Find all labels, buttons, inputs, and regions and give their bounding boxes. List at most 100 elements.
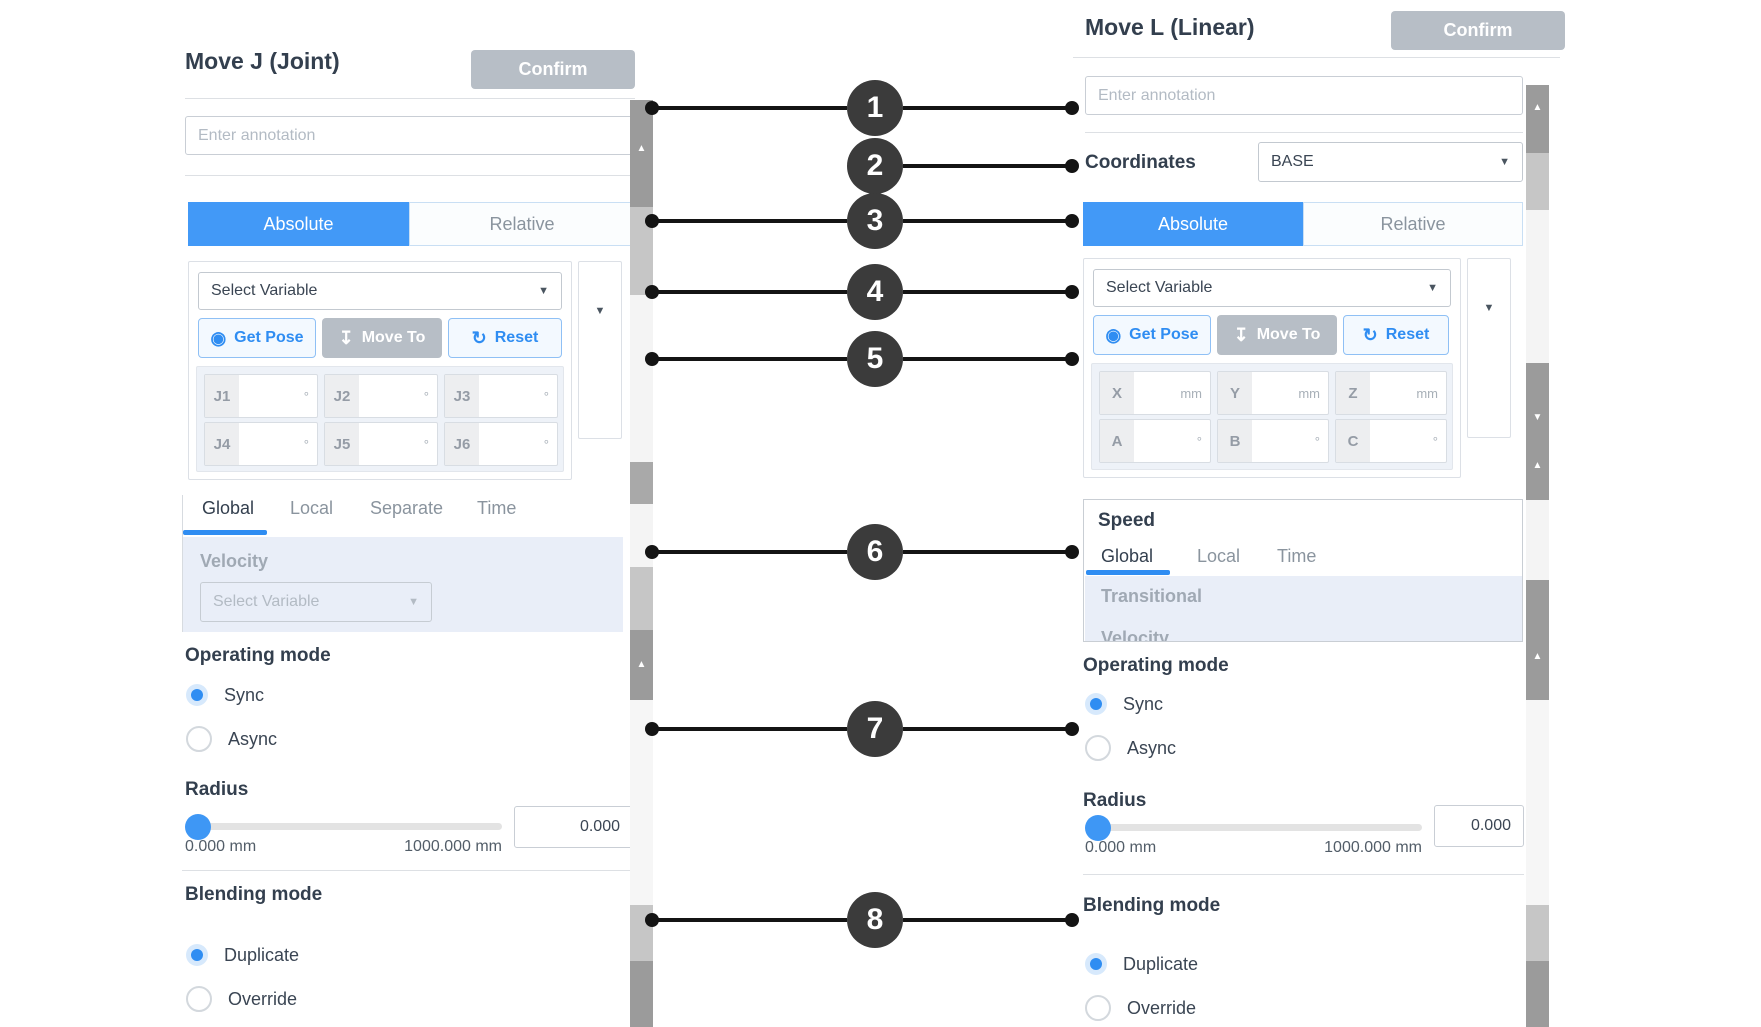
pose-side-panel[interactable]: ▼ [578, 261, 622, 439]
variable-select[interactable]: Select Variable ▼ [1093, 269, 1451, 307]
radio-unselected-icon[interactable] [1085, 995, 1111, 1021]
callout-8: 8 [645, 892, 1079, 948]
field-y[interactable]: Y mm [1217, 371, 1329, 415]
scrollbar-segment[interactable] [1526, 500, 1549, 580]
joint-field-j6[interactable]: J6 ° [444, 422, 558, 466]
scrollbar-segment[interactable]: ▲ [630, 100, 653, 207]
reset-label: Reset [1385, 326, 1430, 343]
radio-unselected-icon[interactable] [1085, 735, 1111, 761]
radius-value-input[interactable] [1434, 805, 1524, 847]
scrollbar-segment[interactable]: ▲ [630, 630, 653, 700]
move-to-button[interactable]: ↧ Move To [1217, 315, 1337, 355]
joint-field-j1[interactable]: J1 ° [204, 374, 318, 418]
annotation-input[interactable] [185, 116, 635, 155]
pose-side-panel[interactable]: ▼ [1467, 258, 1511, 438]
field-b[interactable]: B ° [1217, 419, 1329, 463]
scrollbar-segment[interactable] [1526, 905, 1549, 961]
scrollbar-segment[interactable]: ▼ ▲ [1526, 363, 1549, 500]
radio-override[interactable]: Override [186, 986, 297, 1012]
confirm-button[interactable]: Confirm [1391, 11, 1565, 50]
callout-line [903, 164, 1069, 168]
scrollbar-segment[interactable] [1526, 210, 1549, 363]
reset-button[interactable]: ↻ Reset [448, 318, 562, 358]
radio-unselected-icon[interactable] [186, 726, 212, 752]
radio-duplicate[interactable]: Duplicate [1085, 953, 1198, 975]
scroll-up-icon[interactable]: ▲ [636, 659, 647, 670]
speed-tab-separate[interactable]: Separate [370, 498, 444, 518]
velocity-select[interactable]: Select Variable ▼ [200, 582, 432, 622]
field-unit: ° [1314, 433, 1320, 449]
scrollbar-segment[interactable] [630, 700, 653, 905]
field-label: X [1100, 372, 1134, 414]
scrollbar-segment[interactable]: ▲ [1526, 85, 1549, 153]
transitional-label: Transitional [1101, 586, 1203, 606]
radius-slider-track[interactable] [186, 823, 502, 830]
move-to-button[interactable]: ↧ Move To [322, 318, 442, 358]
radio-sync[interactable]: Sync [1085, 693, 1163, 715]
joint-field-j2[interactable]: J2 ° [324, 374, 438, 418]
divider [185, 98, 635, 99]
radio-unselected-icon[interactable] [186, 986, 212, 1012]
scroll-up-icon[interactable]: ▲ [636, 143, 647, 154]
get-pose-button[interactable]: ◉ Get Pose [198, 318, 316, 358]
radio-duplicate[interactable]: Duplicate [186, 944, 299, 966]
speed-tab-global[interactable]: Global [202, 498, 255, 518]
radio-async[interactable]: Async [186, 726, 277, 752]
radio-sync[interactable]: Sync [186, 684, 264, 706]
tab-absolute[interactable]: Absolute [1083, 202, 1303, 246]
annotation-input[interactable] [1085, 76, 1523, 115]
scroll-up-icon[interactable]: ▲ [1532, 460, 1543, 471]
field-c[interactable]: C ° [1335, 419, 1447, 463]
tab-absolute[interactable]: Absolute [188, 202, 409, 246]
speed-tab-time[interactable]: Time [1277, 546, 1317, 566]
scroll-down-icon[interactable]: ▼ [1532, 412, 1543, 423]
scrollbar-segment[interactable] [630, 295, 653, 462]
active-tab-underline [183, 530, 267, 535]
confirm-button[interactable]: Confirm [471, 50, 635, 89]
scroll-up-icon[interactable]: ▲ [1532, 102, 1543, 113]
reset-button[interactable]: ↻ Reset [1343, 315, 1449, 355]
variable-select[interactable]: Select Variable ▼ [198, 272, 562, 310]
callout-line [652, 219, 847, 223]
field-a[interactable]: A ° [1099, 419, 1211, 463]
scrollbar-segment[interactable] [630, 961, 653, 1027]
speed-tab-local[interactable]: Local [290, 498, 334, 518]
speed-tab-global[interactable]: Global [1101, 546, 1154, 566]
joint-field-j5[interactable]: J5 ° [324, 422, 438, 466]
scrollbar-segment[interactable] [630, 567, 653, 630]
blending-mode-heading: Blending mode [185, 884, 323, 905]
scrollbar-segment[interactable] [630, 207, 653, 295]
radio-selected-icon[interactable] [1085, 953, 1107, 975]
field-z[interactable]: Z mm [1335, 371, 1447, 415]
operating-mode-heading: Operating mode [185, 645, 331, 666]
radio-async[interactable]: Async [1085, 735, 1176, 761]
scrollbar-segment[interactable] [1526, 700, 1549, 905]
velocity-select-value: Select Variable [213, 593, 320, 610]
radio-selected-icon[interactable] [186, 684, 208, 706]
speed-section-border [182, 495, 183, 632]
speed-tab-local[interactable]: Local [1197, 546, 1241, 566]
radio-selected-icon[interactable] [1085, 693, 1107, 715]
joint-field-j4[interactable]: J4 ° [204, 422, 318, 466]
scroll-up-icon[interactable]: ▲ [1532, 651, 1543, 662]
field-unit: mm [1416, 385, 1438, 401]
radius-value-input[interactable] [514, 806, 633, 848]
scrollbar-segment[interactable]: ▲ [1526, 580, 1549, 700]
radius-slider-handle[interactable] [1085, 815, 1111, 841]
radio-override[interactable]: Override [1085, 995, 1196, 1021]
coordinates-select[interactable]: BASE ▼ [1258, 142, 1523, 182]
joint-field-j3[interactable]: J3 ° [444, 374, 558, 418]
scrollbar-segment[interactable] [1526, 961, 1549, 1027]
radius-slider-handle[interactable] [185, 814, 211, 840]
scrollbar-segment[interactable] [630, 462, 653, 504]
radio-selected-icon[interactable] [186, 944, 208, 966]
speed-tab-time[interactable]: Time [477, 498, 517, 518]
field-x[interactable]: X mm [1099, 371, 1211, 415]
callout-line [903, 106, 1069, 110]
tab-relative[interactable]: Relative [1303, 202, 1523, 246]
radius-slider-track[interactable] [1086, 824, 1422, 831]
scrollbar-segment[interactable] [1526, 153, 1549, 210]
callout-number: 6 [847, 524, 903, 580]
tab-relative[interactable]: Relative [409, 202, 635, 246]
get-pose-button[interactable]: ◉ Get Pose [1093, 315, 1211, 355]
